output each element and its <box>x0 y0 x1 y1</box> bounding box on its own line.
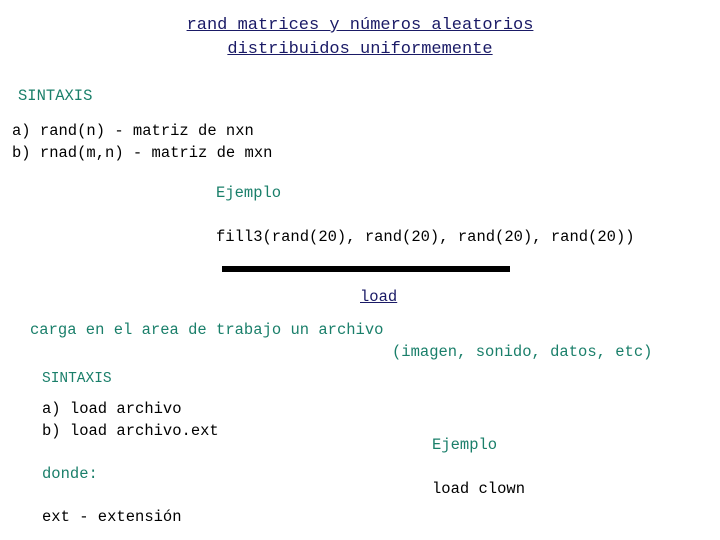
load-description-1: carga en el area de trabajo un archivo <box>30 321 384 339</box>
title-line-2: distribuidos uniformemente <box>227 40 493 59</box>
load-syntax-b: b) load archivo.ext <box>42 422 219 440</box>
rand-syntax-b: b) rnad(m,n) - matriz de mxn <box>12 144 273 162</box>
rand-syntax-heading: SINTAXIS <box>18 87 93 105</box>
load-heading: load <box>360 288 398 306</box>
load-syntax-heading: SINTAXIS <box>42 371 112 387</box>
load-example-code: load clown <box>432 480 526 498</box>
load-syntax-a: a) load archivo <box>42 400 182 418</box>
rand-example-heading: Ejemplo <box>216 184 282 202</box>
title-line-1: rand matrices y números aleatorios <box>186 16 534 35</box>
load-example-heading: Ejemplo <box>432 436 498 454</box>
load-where-def: ext - extensión <box>42 508 182 526</box>
section-divider <box>222 266 510 272</box>
load-where-label: donde: <box>42 465 98 483</box>
rand-example-code: fill3(rand(20), rand(20), rand(20), rand… <box>216 228 635 246</box>
rand-syntax-a: a) rand(n) - matriz de nxn <box>12 122 254 140</box>
load-description-2: (imagen, sonido, datos, etc) <box>392 343 653 361</box>
